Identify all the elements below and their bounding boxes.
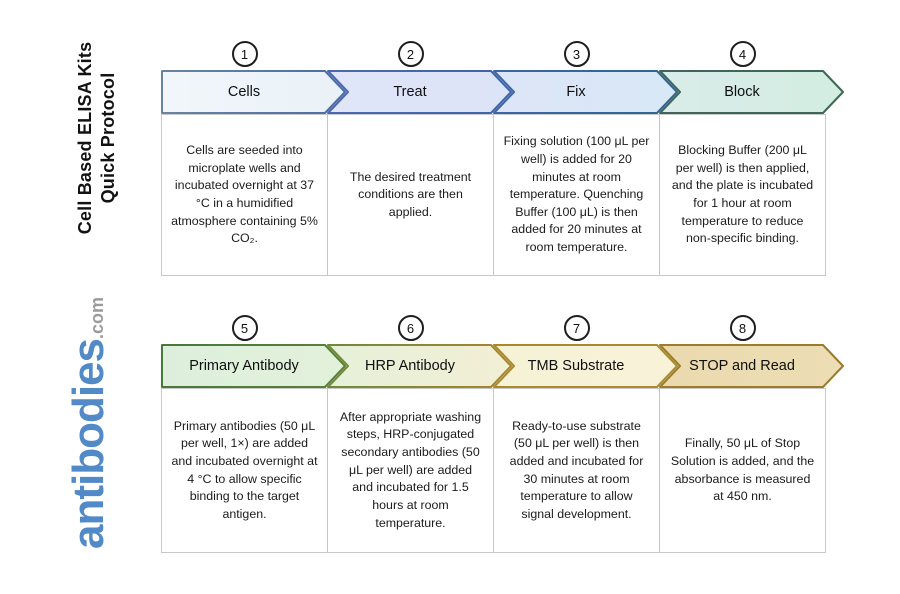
step-description-box: Finally, 50 μL of Stop Solution is added… bbox=[659, 388, 826, 553]
step-label: STOP and Read bbox=[689, 358, 795, 374]
protocol-step: 2 Treat The desired treatment conditions… bbox=[327, 41, 512, 276]
arrow-shape-icon bbox=[659, 344, 844, 388]
step-number: 8 bbox=[738, 320, 747, 336]
step-description-text: The desired treatment conditions are the… bbox=[349, 169, 472, 219]
step-number-badge: 4 bbox=[729, 41, 756, 67]
protocol-step: 4 Block Blocking Buffer (200 μL per well… bbox=[659, 41, 844, 276]
step-number-badge: 3 bbox=[563, 41, 590, 67]
step-number: 5 bbox=[240, 320, 249, 336]
arrow-shape-icon bbox=[327, 344, 512, 388]
brand-logo-suffix: .com bbox=[87, 296, 107, 339]
step-description-box: Fixing solution (100 μL per well) is add… bbox=[493, 114, 660, 276]
title-line-2: Quick Protocol bbox=[98, 72, 118, 204]
step-arrow: Treat bbox=[327, 70, 512, 114]
protocol-diagram: 1 Cells Cells are seeded into microplate… bbox=[161, 0, 881, 594]
step-description-text: Finally, 50 μL of Stop Solution is added… bbox=[670, 436, 815, 504]
step-label: HRP Antibody bbox=[364, 358, 455, 374]
step-description-box: Ready-to-use substrate (50 μL per well) … bbox=[493, 388, 660, 553]
step-number: 1 bbox=[240, 46, 249, 62]
step-label: Primary Antibody bbox=[189, 358, 299, 374]
arrow-shape-icon bbox=[327, 70, 512, 114]
step-number-badge: 8 bbox=[729, 315, 756, 341]
protocol-step: 8 STOP and Read Finally, 50 μL of Stop S… bbox=[659, 315, 844, 553]
step-number-badge: 7 bbox=[563, 315, 590, 341]
step-arrow: Block bbox=[659, 70, 844, 114]
step-number: 7 bbox=[572, 320, 581, 336]
step-label: Cells bbox=[227, 84, 261, 100]
arrow-shape-icon bbox=[161, 344, 346, 388]
step-description-text: Fixing solution (100 μL per well) is add… bbox=[503, 134, 650, 255]
step-number-badge: 1 bbox=[231, 41, 258, 67]
step-number-badge: 6 bbox=[397, 315, 424, 341]
step-description-text: After appropriate washing steps, HRP-con… bbox=[339, 409, 482, 530]
protocol-step: 1 Cells Cells are seeded into microplate… bbox=[161, 41, 346, 276]
step-description-text: Cells are seeded into microplate wells a… bbox=[171, 143, 318, 246]
step-arrow: STOP and Read bbox=[659, 344, 844, 388]
step-number: 3 bbox=[572, 46, 581, 62]
step-description-box: The desired treatment conditions are the… bbox=[327, 114, 494, 276]
protocol-step: 5 Primary Antibody Primary antibodies (5… bbox=[161, 315, 346, 553]
step-description-box: Blocking Buffer (200 μL per well) is the… bbox=[659, 114, 826, 276]
arrow-shape-icon bbox=[161, 70, 346, 114]
step-description-text: Blocking Buffer (200 μL per well) is the… bbox=[671, 143, 814, 246]
step-arrow: Fix bbox=[493, 70, 678, 114]
brand-logo-text: antibodies bbox=[64, 338, 113, 550]
page-title: Cell Based ELISA Kits Quick Protocol bbox=[74, 42, 120, 235]
step-number: 2 bbox=[406, 46, 415, 62]
step-label: Treat bbox=[393, 84, 427, 100]
step-description-text: Ready-to-use substrate (50 μL per well) … bbox=[509, 418, 644, 521]
step-label: TMB Substrate bbox=[527, 358, 625, 374]
step-arrow: Cells bbox=[161, 70, 346, 114]
arrow-shape-icon bbox=[493, 70, 678, 114]
step-number: 6 bbox=[406, 320, 415, 336]
brand-logo: antibodies.com bbox=[64, 296, 113, 550]
step-label: Block bbox=[724, 84, 760, 100]
step-description-text: Primary antibodies (50 μL per well, 1×) … bbox=[171, 418, 318, 521]
protocol-step: 7 TMB Substrate Ready-to-use substrate (… bbox=[493, 315, 678, 553]
step-arrow: Primary Antibody bbox=[161, 344, 346, 388]
step-arrow: HRP Antibody bbox=[327, 344, 512, 388]
protocol-step: 3 Fix Fixing solution (100 μL per well) … bbox=[493, 41, 678, 276]
step-label: Fix bbox=[566, 84, 586, 100]
step-description-box: Primary antibodies (50 μL per well, 1×) … bbox=[161, 388, 328, 553]
step-number-badge: 2 bbox=[397, 41, 424, 67]
step-description-box: Cells are seeded into microplate wells a… bbox=[161, 114, 328, 276]
step-number-badge: 5 bbox=[231, 315, 258, 341]
step-description-box: After appropriate washing steps, HRP-con… bbox=[327, 388, 494, 553]
protocol-step: 6 HRP Antibody After appropriate washing… bbox=[327, 315, 512, 553]
arrow-shape-icon bbox=[659, 70, 844, 114]
step-number: 4 bbox=[738, 46, 747, 62]
title-line-1: Cell Based ELISA Kits bbox=[75, 41, 95, 235]
arrow-shape-icon bbox=[493, 344, 678, 388]
step-arrow: TMB Substrate bbox=[493, 344, 678, 388]
